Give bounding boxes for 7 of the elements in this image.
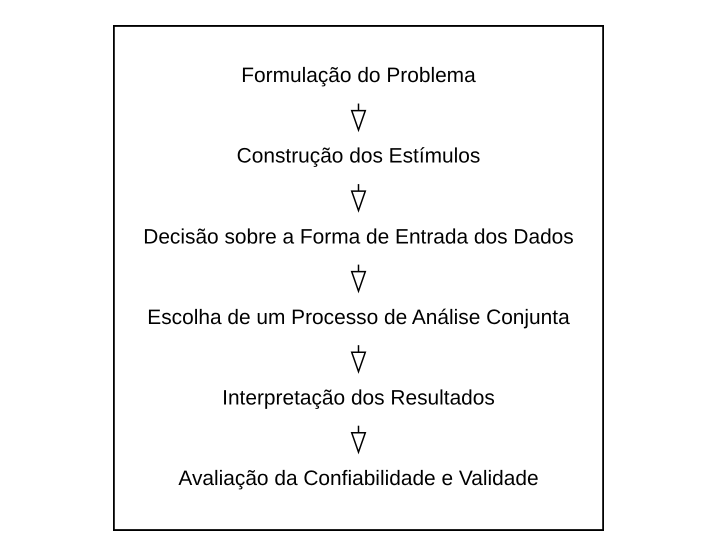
node-text: Avaliação da Confiabilidade e Validade [178, 466, 538, 490]
node-text: Decisão sobre a Forma de Entrada dos Dados [142, 225, 574, 248]
node-text: Escolha de um Processo de Análise Conjunta [146, 306, 570, 329]
node-text: Interpretação dos Resultados [222, 386, 494, 410]
cluster [112, 25, 604, 531]
node-text: Construção dos Estímulos [236, 144, 480, 168]
node-text: Formulação do Problema [240, 64, 476, 88]
